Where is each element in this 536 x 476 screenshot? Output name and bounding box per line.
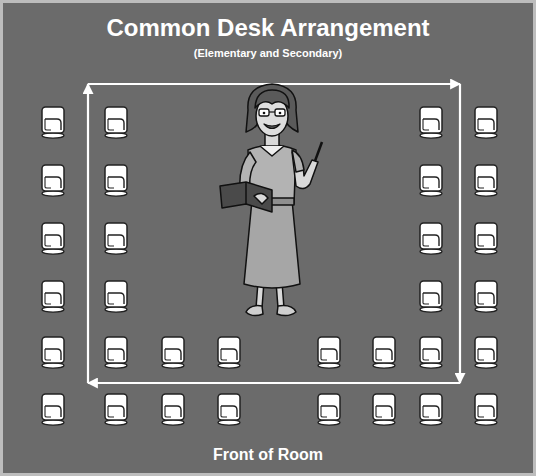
diagram-subtitle: (Elementary and Secondary) bbox=[0, 47, 536, 60]
movement-arrows bbox=[88, 84, 460, 383]
room-front-label: Front of Room bbox=[0, 446, 536, 464]
desks bbox=[42, 107, 497, 425]
teacher-figure bbox=[220, 84, 322, 316]
diagram-title: Common Desk Arrangement bbox=[0, 14, 536, 42]
